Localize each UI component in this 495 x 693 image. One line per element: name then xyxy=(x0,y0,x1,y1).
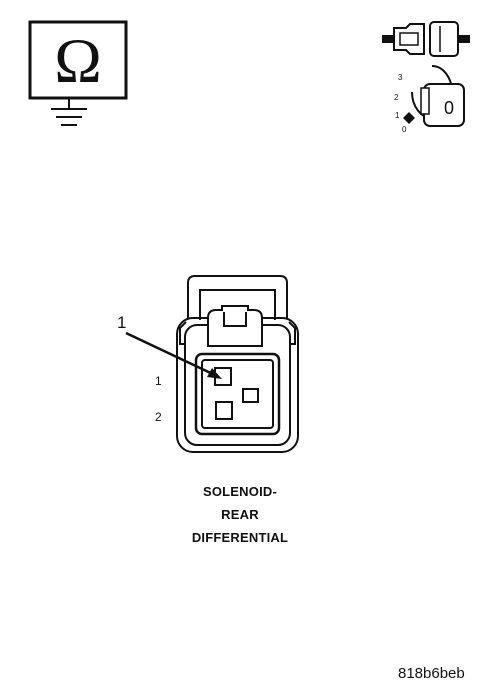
callout-leader-line xyxy=(125,331,218,378)
pin-label-1: 1 xyxy=(155,374,162,388)
ohmmeter-box xyxy=(28,20,128,100)
ignition-pos-2: 2 xyxy=(394,93,399,102)
right-wire-stub xyxy=(458,35,470,43)
omega-symbol: Ω xyxy=(54,25,102,96)
callout-arrowhead xyxy=(207,368,222,379)
left-ear xyxy=(179,321,187,345)
terminal-cavity-frame xyxy=(194,352,281,436)
latch-frame-inner xyxy=(199,289,276,320)
caption-line-1: SOLENOID- xyxy=(202,484,278,499)
figure-id: 818b6beb xyxy=(398,665,465,682)
ignition-pos-3: 3 xyxy=(398,73,403,82)
pin-label-2: 2 xyxy=(155,410,162,424)
terminal-cavity-inner xyxy=(201,359,274,429)
left-wire-stub xyxy=(382,35,394,43)
pin-2-cavity xyxy=(215,401,233,420)
right-ear xyxy=(288,321,296,345)
polarization-cavity xyxy=(242,388,259,403)
male-connector-latch xyxy=(399,32,419,46)
ignition-key-label: 0 xyxy=(444,98,454,118)
caption-line-3: DIFFERENTIAL xyxy=(191,530,289,545)
locking-tab-notch xyxy=(223,312,247,327)
ignition-pos-1: 1 xyxy=(395,111,400,120)
ignition-position-marker xyxy=(403,112,415,124)
caption-line-2: REAR xyxy=(221,507,259,522)
ignition-key-slot xyxy=(420,87,430,115)
latch-frame-outer xyxy=(187,275,288,318)
ignition-pos-0: 0 xyxy=(402,125,407,134)
callout-number: 1 xyxy=(117,313,127,332)
